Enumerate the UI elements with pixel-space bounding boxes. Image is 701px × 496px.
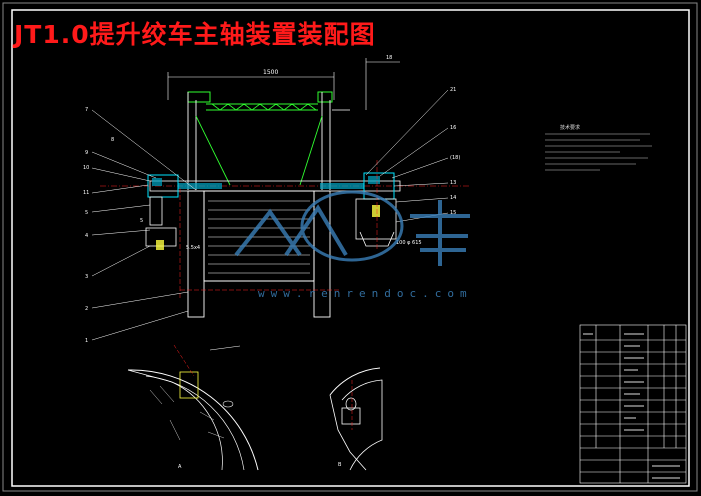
callout-4: 4 [85,233,88,239]
callout-7: 7 [85,107,88,113]
view-a-label: A [178,464,182,470]
right-mid-dim: 100 φ 615 [396,240,422,246]
callout-1: 1 [85,338,88,344]
callout-2: 2 [85,306,88,312]
callout-leaders-right [365,89,449,223]
left-side-dim: 5 [140,218,143,224]
left-bearing [145,174,179,250]
top-frame [187,91,350,111]
drum [179,188,340,318]
callout-8: 8 [111,137,114,143]
top-dimension [167,58,400,110]
frame-columns [187,92,331,190]
drawing-border [11,9,690,487]
technical-notes [545,133,652,171]
callout-9: 9 [85,150,88,156]
callout-18: (18) [450,155,460,161]
callout-21: 21 [450,87,456,93]
title-block-text-lines [583,333,680,479]
callout-16: 16 [450,125,456,131]
notes-header: 技术要求 [560,124,580,131]
title-block [579,324,687,484]
section-view-b [329,367,383,471]
callout-11: 11 [83,190,89,196]
callout-5: 5 [85,210,88,216]
watermark-text: www.renrendoc.com [258,287,473,300]
callout-15: 15 [450,210,456,216]
callout-labels-right: 21 16 (18) 13 14 15 [450,87,460,216]
callout-10: 10 [83,165,89,171]
top-width-dim: 1500 [263,69,278,76]
callout-13: 13 [450,180,456,186]
section-view-a [127,344,259,471]
right-top-dim: 18 [386,55,392,61]
right-bearing [355,160,397,250]
callout-labels-left: 7 8 9 10 11 5 4 3 2 1 [83,107,114,344]
left-bottom-dim: 5.5x4 [186,245,200,251]
view-b-label: B [338,462,342,468]
watermark-logo [234,190,470,266]
callout-3: 3 [85,274,88,280]
callout-leaders-left [91,109,197,341]
callout-14: 14 [450,195,456,201]
drawing-title: JT1.0提升绞车主轴装置装配图 [14,20,376,49]
